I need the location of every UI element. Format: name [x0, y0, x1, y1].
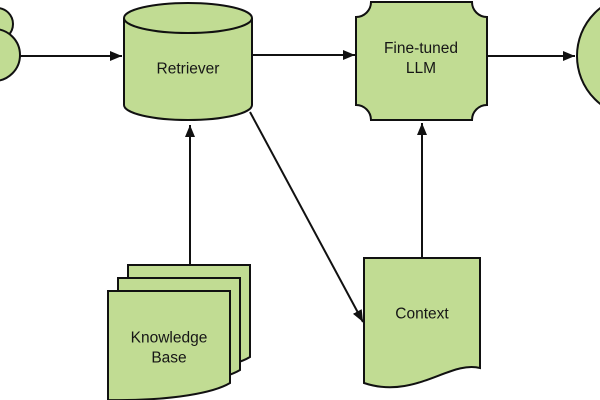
- input-cloud-partial-shape: [0, 7, 21, 82]
- fine-tuned-llm-label-line1: Fine-tuned: [384, 40, 458, 57]
- context-document: [363, 257, 481, 389]
- output-circle-partial-shape: [576, 7, 600, 105]
- retriever-label: Retriever: [157, 61, 220, 78]
- retriever-cylinder-rim: [123, 17, 253, 34]
- knowledge-base-label-line1: Knowledge: [131, 330, 208, 347]
- cloud-bump-bottom: [0, 28, 21, 82]
- labels-layer: Retriever Fine-tuned LLM Knowledge Base …: [131, 40, 458, 367]
- arrows-layer: [20, 50, 575, 323]
- fine-tuned-llm-shape: [355, 1, 488, 121]
- fine-tuned-llm-label-line2: LLM: [406, 60, 436, 77]
- knowledge-base-multidoc: [107, 264, 251, 400]
- retriever-cylinder: [123, 2, 253, 121]
- context-label: Context: [395, 306, 449, 323]
- knowledge-base-label-line2: Base: [151, 350, 186, 367]
- retriever-cylinder-body: [123, 2, 253, 121]
- arrow-retriever-to-context: [249, 111, 364, 323]
- kb-page-front: [107, 290, 231, 400]
